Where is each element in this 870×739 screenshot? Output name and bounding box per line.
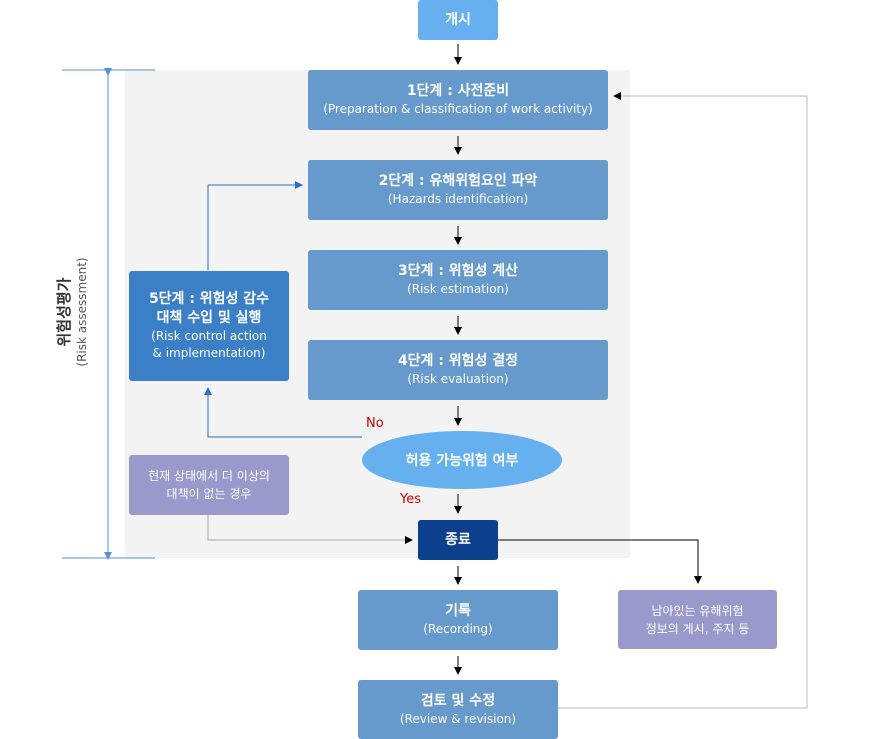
residual-note-line1: 남아있는 유해위험 bbox=[651, 603, 744, 618]
step3-title: 3단계 : 위험성 계산 bbox=[397, 263, 519, 279]
step4-subtitle: (Risk evaluation) bbox=[407, 372, 509, 386]
arrow-no-to-step5 bbox=[204, 387, 362, 438]
arrow-review-to-step1 bbox=[557, 92, 808, 709]
start-label: 개시 bbox=[445, 11, 471, 28]
step3-box: 3단계 : 위험성 계산 (Risk estimation) bbox=[308, 250, 608, 310]
end-box: 종료 bbox=[418, 520, 498, 560]
exception-note-line1: 현재 상태에서 더 이상의 bbox=[148, 469, 270, 483]
step5-title-line2: 대책 수입 및 실행 bbox=[156, 310, 262, 326]
step2-title: 2단계 : 유해위험요인 파악 bbox=[378, 173, 538, 189]
step2-box: 2단계 : 유해위험요인 파악 (Hazards identification) bbox=[308, 160, 608, 220]
review-title: 검토 및 수정 bbox=[420, 692, 496, 709]
decision-ellipse: 허용 가능위험 여부 bbox=[362, 431, 562, 489]
step4-box: 4단계 : 위험성 결정 (Risk evaluation) bbox=[308, 340, 608, 400]
step3-subtitle: (Risk estimation) bbox=[407, 282, 509, 296]
step5-title-line1: 5단계 : 위험성 감수 bbox=[148, 291, 270, 307]
step1-box: 1단계 : 사전준비 (Preparation & classification… bbox=[308, 70, 608, 130]
start-box: 개시 bbox=[418, 0, 498, 40]
review-box: 검토 및 수정 (Review & revision) bbox=[358, 680, 558, 739]
step5-box: 5단계 : 위험성 감수 대책 수입 및 실행 (Risk control ac… bbox=[129, 271, 289, 381]
step5-subtitle-line2: & implementation) bbox=[152, 346, 266, 360]
no-label: No bbox=[366, 416, 384, 431]
step2-subtitle: (Hazards identification) bbox=[387, 192, 529, 206]
arrow-note-to-end bbox=[207, 515, 413, 544]
residual-note-box: 남아있는 유해위험 정보의 게시, 주지 등 bbox=[618, 590, 777, 649]
exception-note-box: 현재 상태에서 더 이상의 대책이 없는 경우 bbox=[129, 455, 289, 515]
review-subtitle: (Review & revision) bbox=[399, 711, 517, 726]
yes-label: Yes bbox=[400, 492, 421, 507]
step1-subtitle: (Preparation & classification of work ac… bbox=[323, 102, 593, 116]
step4-title: 4단계 : 위험성 결정 bbox=[397, 353, 519, 369]
exception-note-line2: 대책이 없는 경우 bbox=[166, 487, 252, 501]
end-label: 종료 bbox=[445, 531, 471, 548]
record-box: 기록 (Recording) bbox=[358, 590, 558, 650]
record-title: 기록 bbox=[445, 603, 471, 619]
arrow-step5-to-step2 bbox=[207, 181, 303, 270]
step1-title: 1단계 : 사전준비 bbox=[406, 83, 510, 99]
step5-subtitle-line1: (Risk control action bbox=[151, 329, 267, 343]
side-label-title: 위험성평가 bbox=[55, 277, 73, 347]
arrow-end-to-residual bbox=[497, 539, 702, 584]
residual-note-line2: 정보의 게시, 주지 등 bbox=[645, 621, 750, 636]
decision-label: 허용 가능위험 여부 bbox=[405, 453, 519, 469]
record-subtitle: (Recording) bbox=[423, 622, 493, 636]
side-label-subtitle: (Risk assessment) bbox=[75, 257, 89, 367]
